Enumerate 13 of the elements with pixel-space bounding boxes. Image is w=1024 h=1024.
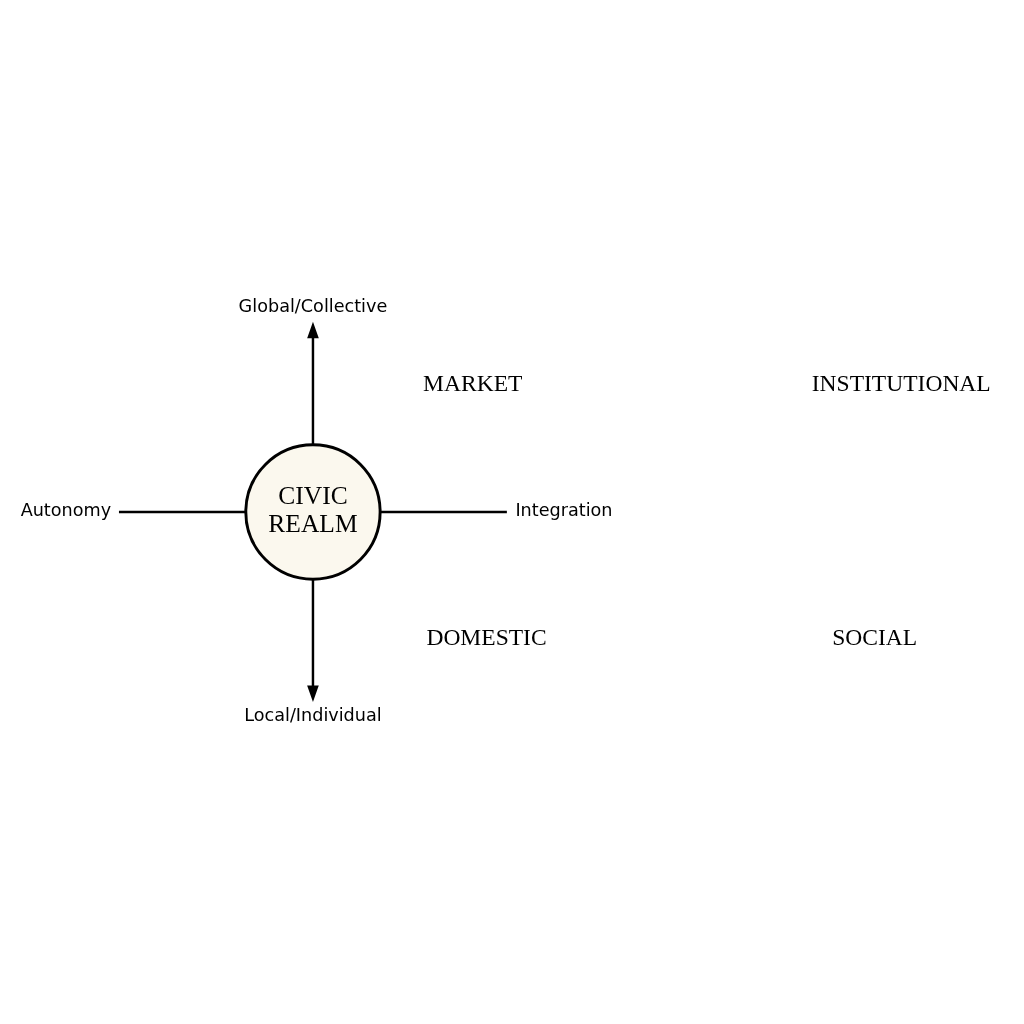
node-text: Integration xyxy=(515,500,613,521)
node-text: Local/Individual xyxy=(244,704,382,725)
node-text: Global/Collective xyxy=(238,295,388,316)
arrow xyxy=(307,321,319,445)
connector xyxy=(118,510,246,514)
label: SOCIAL xyxy=(832,624,918,651)
connector xyxy=(380,510,507,514)
node-circle: CIVIC REALM xyxy=(244,443,382,581)
node-text: Autonomy xyxy=(20,500,112,521)
label: MARKET xyxy=(423,370,523,397)
arrow xyxy=(307,579,319,703)
label: INSTITUTIONAL xyxy=(811,370,991,397)
label: DOMESTIC xyxy=(426,624,547,651)
